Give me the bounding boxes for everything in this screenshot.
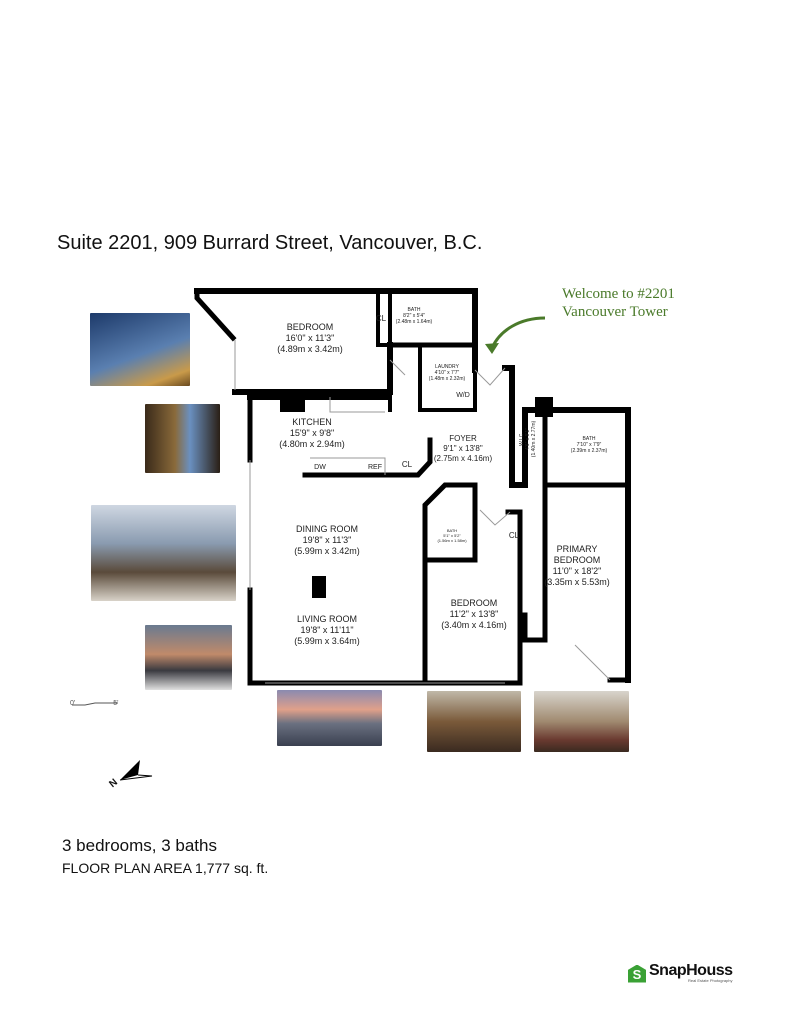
washer-dryer-label: W/D	[456, 392, 470, 399]
logo-tagline: Real Estate Photography	[688, 978, 733, 983]
north-arrow-icon	[119, 760, 153, 781]
closet-label: CL	[508, 531, 520, 540]
fireplace	[312, 576, 326, 598]
welcome-arrow-icon	[490, 316, 546, 349]
closet-label: CL	[375, 314, 387, 323]
arrow-head-icon	[485, 343, 499, 354]
wall	[194, 288, 237, 342]
wall	[522, 482, 548, 643]
photo-living-room	[91, 505, 236, 601]
column	[535, 397, 553, 417]
wall	[376, 289, 392, 347]
wall	[502, 365, 631, 683]
photo-bedroom	[427, 691, 521, 752]
photo-city-view	[90, 313, 190, 386]
closet-label: CL	[401, 460, 413, 469]
wall	[422, 482, 478, 686]
scale-bar	[72, 702, 118, 706]
fridge-label: REF	[368, 464, 382, 471]
scale-start: 0'	[70, 700, 76, 707]
column	[280, 392, 305, 412]
photo-skyline	[277, 690, 382, 746]
snaphouss-logo: S SnapHouss Real Estate Photography	[628, 962, 733, 983]
counter	[310, 397, 386, 475]
welcome-line-2: Vancouver Tower	[562, 304, 668, 320]
scale-end: 5'	[113, 700, 119, 707]
floor-area: FLOOR PLAN AREA 1,777 sq. ft.	[62, 860, 269, 876]
property-summary: 3 bedrooms, 3 baths FLOOR PLAN AREA 1,77…	[62, 835, 268, 879]
photo-kitchen	[145, 404, 220, 473]
wall	[302, 437, 433, 478]
photo-primary-bedroom	[534, 691, 629, 752]
logo-name: SnapHouss	[649, 962, 733, 979]
welcome-line-1: Welcome to #2201	[562, 286, 675, 302]
photo-sunset-view	[145, 625, 232, 690]
door-swing	[389, 359, 511, 526]
room-wic: W.I.C.4'6" x 9'1"(1.40m x 2.77m)	[519, 420, 537, 458]
bed-bath-count: 3 bedrooms, 3 baths	[62, 836, 217, 855]
welcome-note: Welcome to #2201 Vancouver Tower	[562, 285, 675, 321]
wall	[505, 509, 523, 686]
listing-title: Suite 2201, 909 Burrard Street, Vancouve…	[57, 232, 483, 254]
wall	[418, 343, 477, 412]
window	[234, 340, 611, 684]
dishwasher-label: DW	[314, 464, 326, 471]
house-logo-icon: S	[628, 964, 646, 983]
scale-labels: 0' 5'	[70, 700, 118, 707]
